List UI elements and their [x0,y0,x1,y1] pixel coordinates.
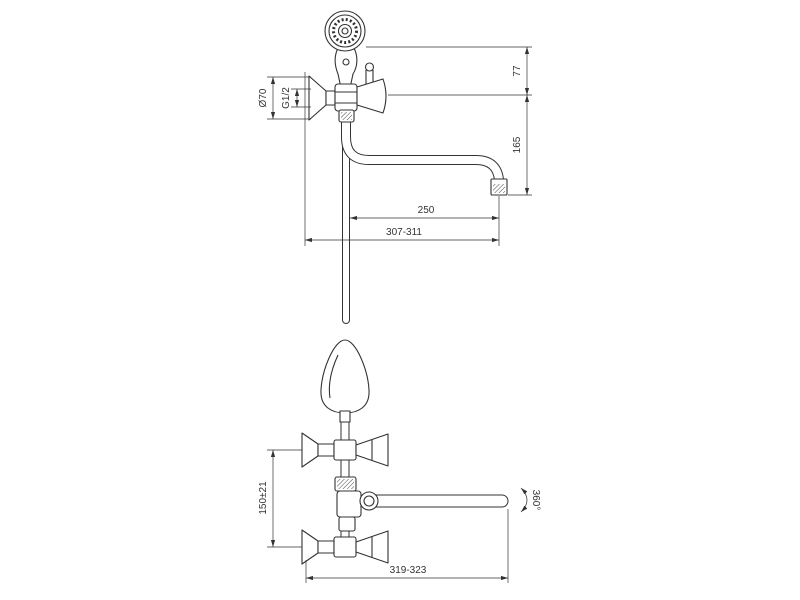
front-view: 360° 150±21 319-323 [258,339,541,583]
spout-height-label: 165 [512,136,523,153]
rotation-indicator: 360° [520,487,541,513]
shower-height-label: 77 [512,65,523,77]
dimension-total-length: 319-323 [305,509,509,583]
flange-diameter-label: Ø70 [258,88,269,107]
eccentric-fitting [317,540,335,554]
diverter-knob [364,62,375,72]
rotation-arrow [520,487,528,513]
bath-spout-side [341,111,508,196]
valve-handle [356,78,387,114]
spout-rotation-label: 360° [530,490,541,511]
valve-body [333,439,357,461]
mixer-body-front [334,476,379,532]
hand-shower-head [324,10,366,52]
wall-connection-lower [301,529,389,565]
spout-swivel-nut [359,491,379,511]
check-valve [338,516,356,532]
inlet-spacing-label: 150±21 [258,481,269,515]
spout-reach-label: 250 [418,205,435,216]
dimension-flange-diameter: Ø70 [258,76,311,120]
total-length-label: 319-323 [390,565,427,576]
spout-swivel-body [336,490,362,518]
eccentric-fitting [325,90,336,106]
total-reach-label: 307-311 [386,227,422,238]
thread-label: G1/2 [281,87,292,109]
mixer-body-side [308,62,387,123]
dimension-inlet-spacing: 150±21 [258,449,302,548]
dimension-thread: G1/2 [281,87,311,109]
dimension-spout-height: 165 [508,94,532,196]
valve-body [334,83,358,112]
eccentric-fitting [317,443,335,457]
lever-stem [339,410,351,423]
dimension-spout-reach: 250 [349,196,500,246]
dimension-total-reach: 307-311 [304,227,500,243]
dimension-shower-height: 77 [366,46,532,96]
wall-connection-upper [301,432,389,468]
valve-body [333,536,357,558]
side-view: 77 165 250 307-311 Ø70 [258,10,532,324]
